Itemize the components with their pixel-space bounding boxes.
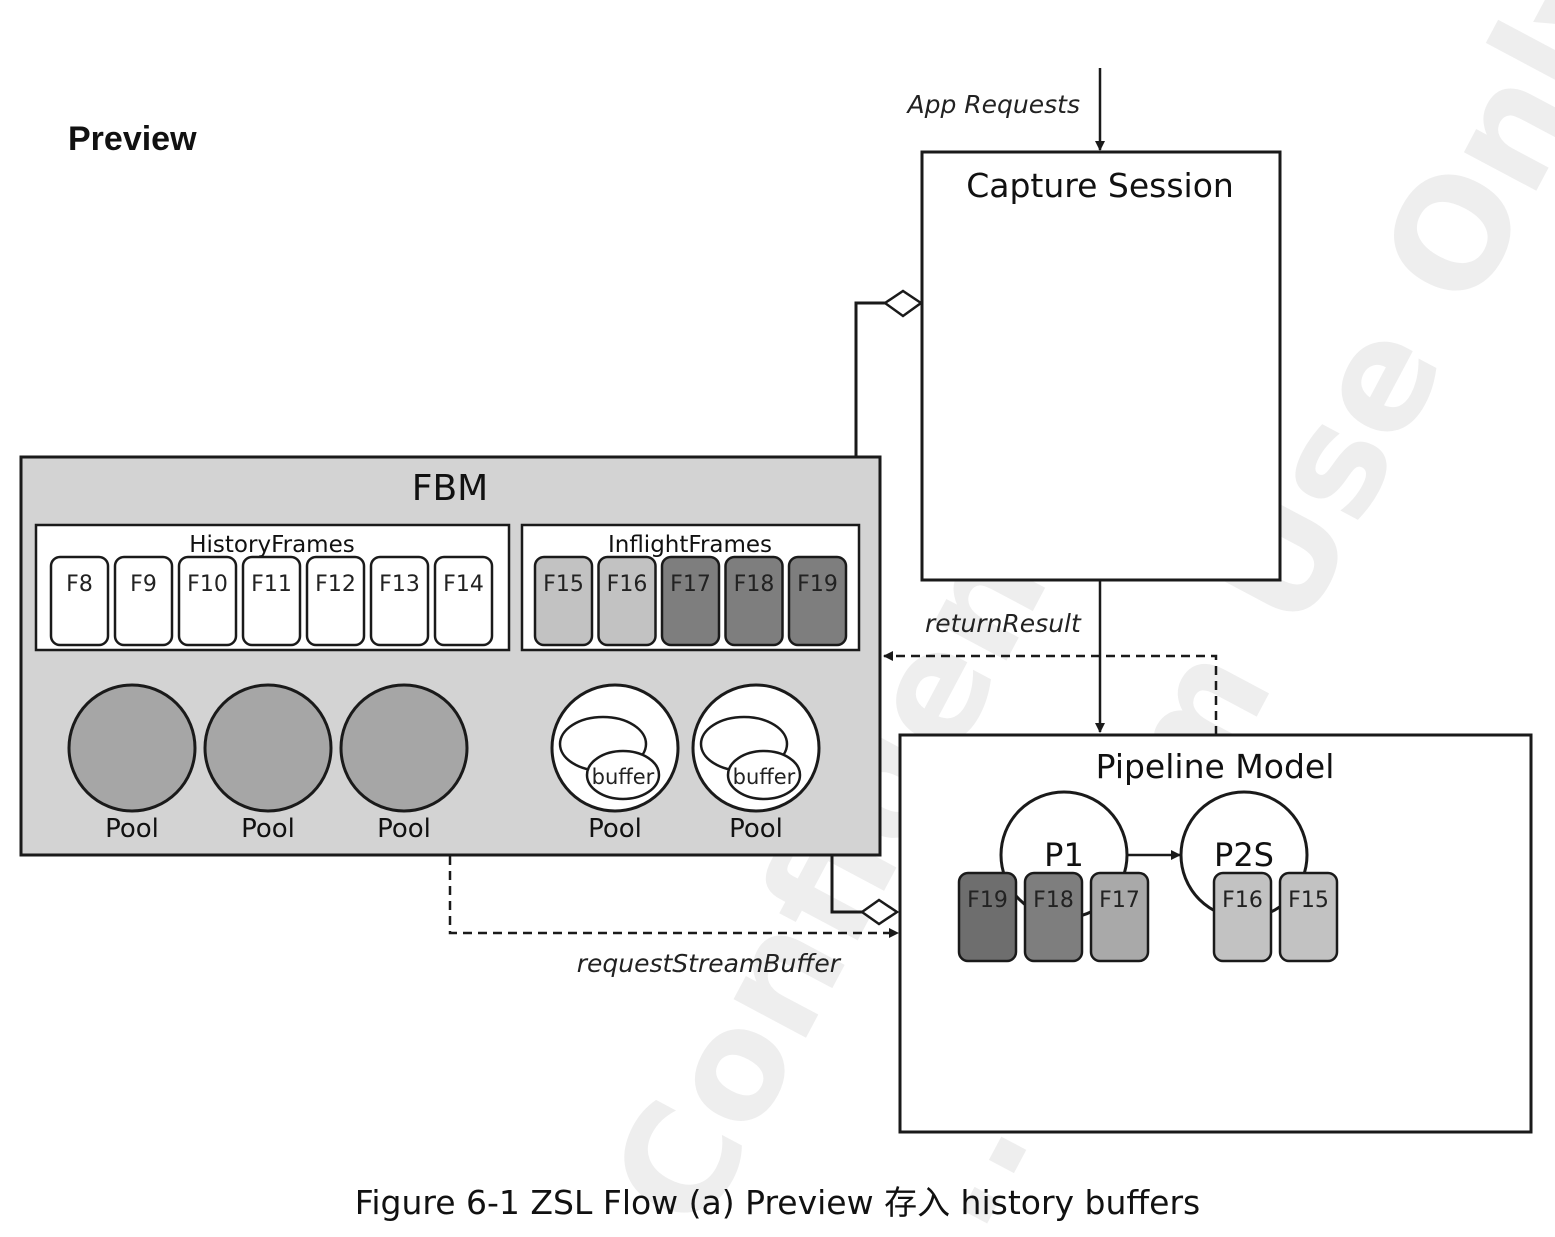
history-frames-group: HistoryFrames F8 F9 F10 F11 F12 F13 F14 [34, 523, 511, 652]
pool-1: Pool [67, 683, 197, 844]
fbm-to-capture-session-edge [854, 301, 885, 457]
p2s-frame-list: F16 F15 [1212, 871, 1339, 963]
fbm-label: FBM [412, 468, 488, 509]
buffer-label: buffer [592, 765, 655, 789]
frame-f15: F15 [533, 555, 594, 647]
frame-label: F9 [130, 572, 157, 597]
aggregation-diamond-capture-session [882, 289, 924, 318]
capture-session-box: Capture Session [920, 150, 1282, 582]
return-result-label: returnResult [925, 609, 1082, 638]
return-result-edge [883, 651, 1218, 735]
figure-caption: Figure 6-1 ZSL Flow (a) Preview 存入 histo… [354, 1183, 1201, 1222]
pool-label: Pool [588, 814, 642, 844]
frame-f17: F17 [660, 555, 721, 647]
pool-2: Pool [203, 683, 333, 844]
pipeline-node-p1-label: P1 [1044, 836, 1084, 874]
frame-label: F16 [607, 572, 648, 597]
capture-session-label: Capture Session [966, 166, 1234, 205]
p1-frame-list: F19 F18 F17 [957, 871, 1150, 963]
fbm-box: FBM HistoryFrames F8 F9 F10 F11 F12 F13 F14 In… [19, 455, 882, 857]
frame-f18: F18 [1023, 871, 1084, 963]
frame-label: F12 [315, 572, 356, 597]
frame-label: F8 [66, 572, 93, 597]
pool-label: Pool [241, 814, 295, 844]
frame-label: F17 [1099, 888, 1140, 913]
history-frame-list: F8 F9 F10 F11 F12 F13 F14 [49, 555, 494, 647]
frame-label: F15 [543, 572, 584, 597]
frame-label: F10 [187, 572, 228, 597]
request-stream-buffer-label: requestStreamBuffer [577, 949, 842, 978]
frame-f18: F18 [724, 555, 784, 647]
frame-f12: F12 [305, 555, 366, 647]
section-title: Preview [68, 120, 197, 158]
buffer-label: buffer [733, 765, 796, 789]
frame-f11: F11 [241, 555, 302, 647]
frame-label: F19 [797, 572, 838, 597]
frame-label: F15 [1288, 888, 1329, 913]
frame-label: F14 [443, 572, 484, 597]
frame-f15: F15 [1278, 871, 1339, 963]
frame-f16: F16 [1212, 871, 1273, 963]
app-requests-label: App Requests [906, 90, 1081, 119]
pool-3: Pool [339, 683, 469, 844]
pipeline-to-fbm-edge [830, 856, 862, 914]
pool-label: Pool [377, 814, 431, 844]
frame-f17: F17 [1089, 871, 1150, 963]
frame-f14: F14 [433, 555, 494, 647]
pipeline-model-box: Pipeline Model P1 P2S F19 F18 F17 F16 F15 [898, 733, 1533, 1134]
frame-f16: F16 [597, 555, 657, 647]
frame-label: F18 [1033, 888, 1074, 913]
pipeline-node-p2s-label: P2S [1214, 836, 1274, 874]
inflight-frames-group: InflightFrames F15 F16 F17 F18 F19 [520, 523, 861, 652]
frame-label: F11 [251, 572, 292, 597]
history-frames-label: HistoryFrames [189, 532, 354, 558]
frame-f13: F13 [369, 555, 430, 647]
frame-label: F19 [967, 888, 1008, 913]
frame-label: F13 [379, 572, 420, 597]
request-stream-buffer-edge [448, 856, 899, 938]
frame-f8: F8 [49, 555, 110, 647]
frame-f19: F19 [957, 871, 1018, 963]
pool-label: Pool [105, 814, 159, 844]
inflight-frame-list: F15 F16 F17 F18 F19 [533, 555, 848, 647]
pipeline-model-label: Pipeline Model [1096, 747, 1335, 786]
inflight-frames-label: InflightFrames [608, 532, 772, 558]
frame-f10: F10 [177, 555, 238, 647]
pool-label: Pool [729, 814, 783, 844]
aggregation-diamond-fbm [859, 898, 900, 926]
frame-f19: F19 [787, 555, 848, 647]
frame-label: F18 [734, 572, 775, 597]
frame-label: F16 [1222, 888, 1263, 913]
frame-label: F17 [670, 572, 711, 597]
frame-f9: F9 [113, 555, 174, 647]
